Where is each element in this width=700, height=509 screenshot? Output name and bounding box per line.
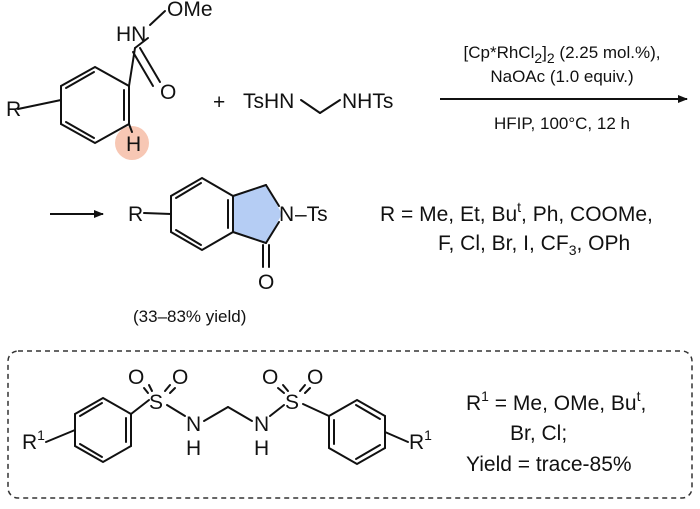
condition-catalyst: [Cp*RhCl2]2 (2.25 mol.%), [464,43,661,66]
tshn-label: TsHN [243,90,294,113]
r1-groups-line-2: Br, Cl; [510,422,567,445]
product-ts-label: –Ts [295,203,328,226]
ome-label: OMe [167,0,213,21]
right-nh-h: H [254,437,269,460]
ortho-h-label: H [126,133,141,156]
r1-scope: R1 = Me, OMe, But, Br, Cl; Yield = trace… [466,388,646,476]
r-substituent-label: R [6,98,21,121]
aminal-yield: Yield = trace-85% [466,453,632,476]
r1-groups-line-1: R1 = Me, OMe, But, [466,388,646,415]
nh-label: HN [116,23,146,46]
left-nh-n: N [186,413,201,436]
ortho-h-highlight [115,126,149,160]
nhts-label: NHTs [342,90,393,113]
condition-solvent: HFIP, 100°C, 12 h [494,114,630,133]
product-o-label: O [258,271,274,294]
product-isoindolinone: R N –Ts O (33–83% yield) [50,176,328,326]
right-s-label: S [285,391,299,414]
lactam-ring-highlight [233,185,282,243]
product-yield: (33–83% yield) [133,307,246,326]
reaction-conditions: [Cp*RhCl2]2 (2.25 mol.%), NaOAc (1.0 equ… [440,43,688,133]
plus-sign: + [213,91,225,114]
product-r-label: R [128,203,143,226]
product-n-label: N [279,203,294,226]
reactant-bis-sulfonamide: TsHN NHTs [243,90,393,114]
right-sulfonyl-o1: O [262,366,278,389]
left-s-label: S [149,391,163,414]
right-sulfonyl-o2: O [307,366,323,389]
left-nh-h: H [186,437,201,460]
r-groups-line-2: F, Cl, Br, I, CF3, OPh [438,232,630,258]
carbonyl-o-label: O [160,81,176,104]
left-sulfonyl-o1: O [128,366,144,389]
right-r1-label: R1 [409,427,432,454]
left-r1-label: R1 [22,427,45,454]
bis-sulfonamide-structure: R1 S O O N H N H S O O R1 [22,366,432,466]
r-group-scope: R = Me, Et, But, Ph, COOMe, F, Cl, Br, I… [380,199,653,258]
left-sulfonyl-o2: O [172,366,188,389]
reactant-benzamide: HN OMe O R H [6,0,213,160]
r-groups-line-1: R = Me, Et, But, Ph, COOMe, [380,199,653,226]
right-nh-n: N [254,413,269,436]
condition-base: NaOAc (1.0 equiv.) [490,67,633,86]
scope-box [7,350,693,499]
